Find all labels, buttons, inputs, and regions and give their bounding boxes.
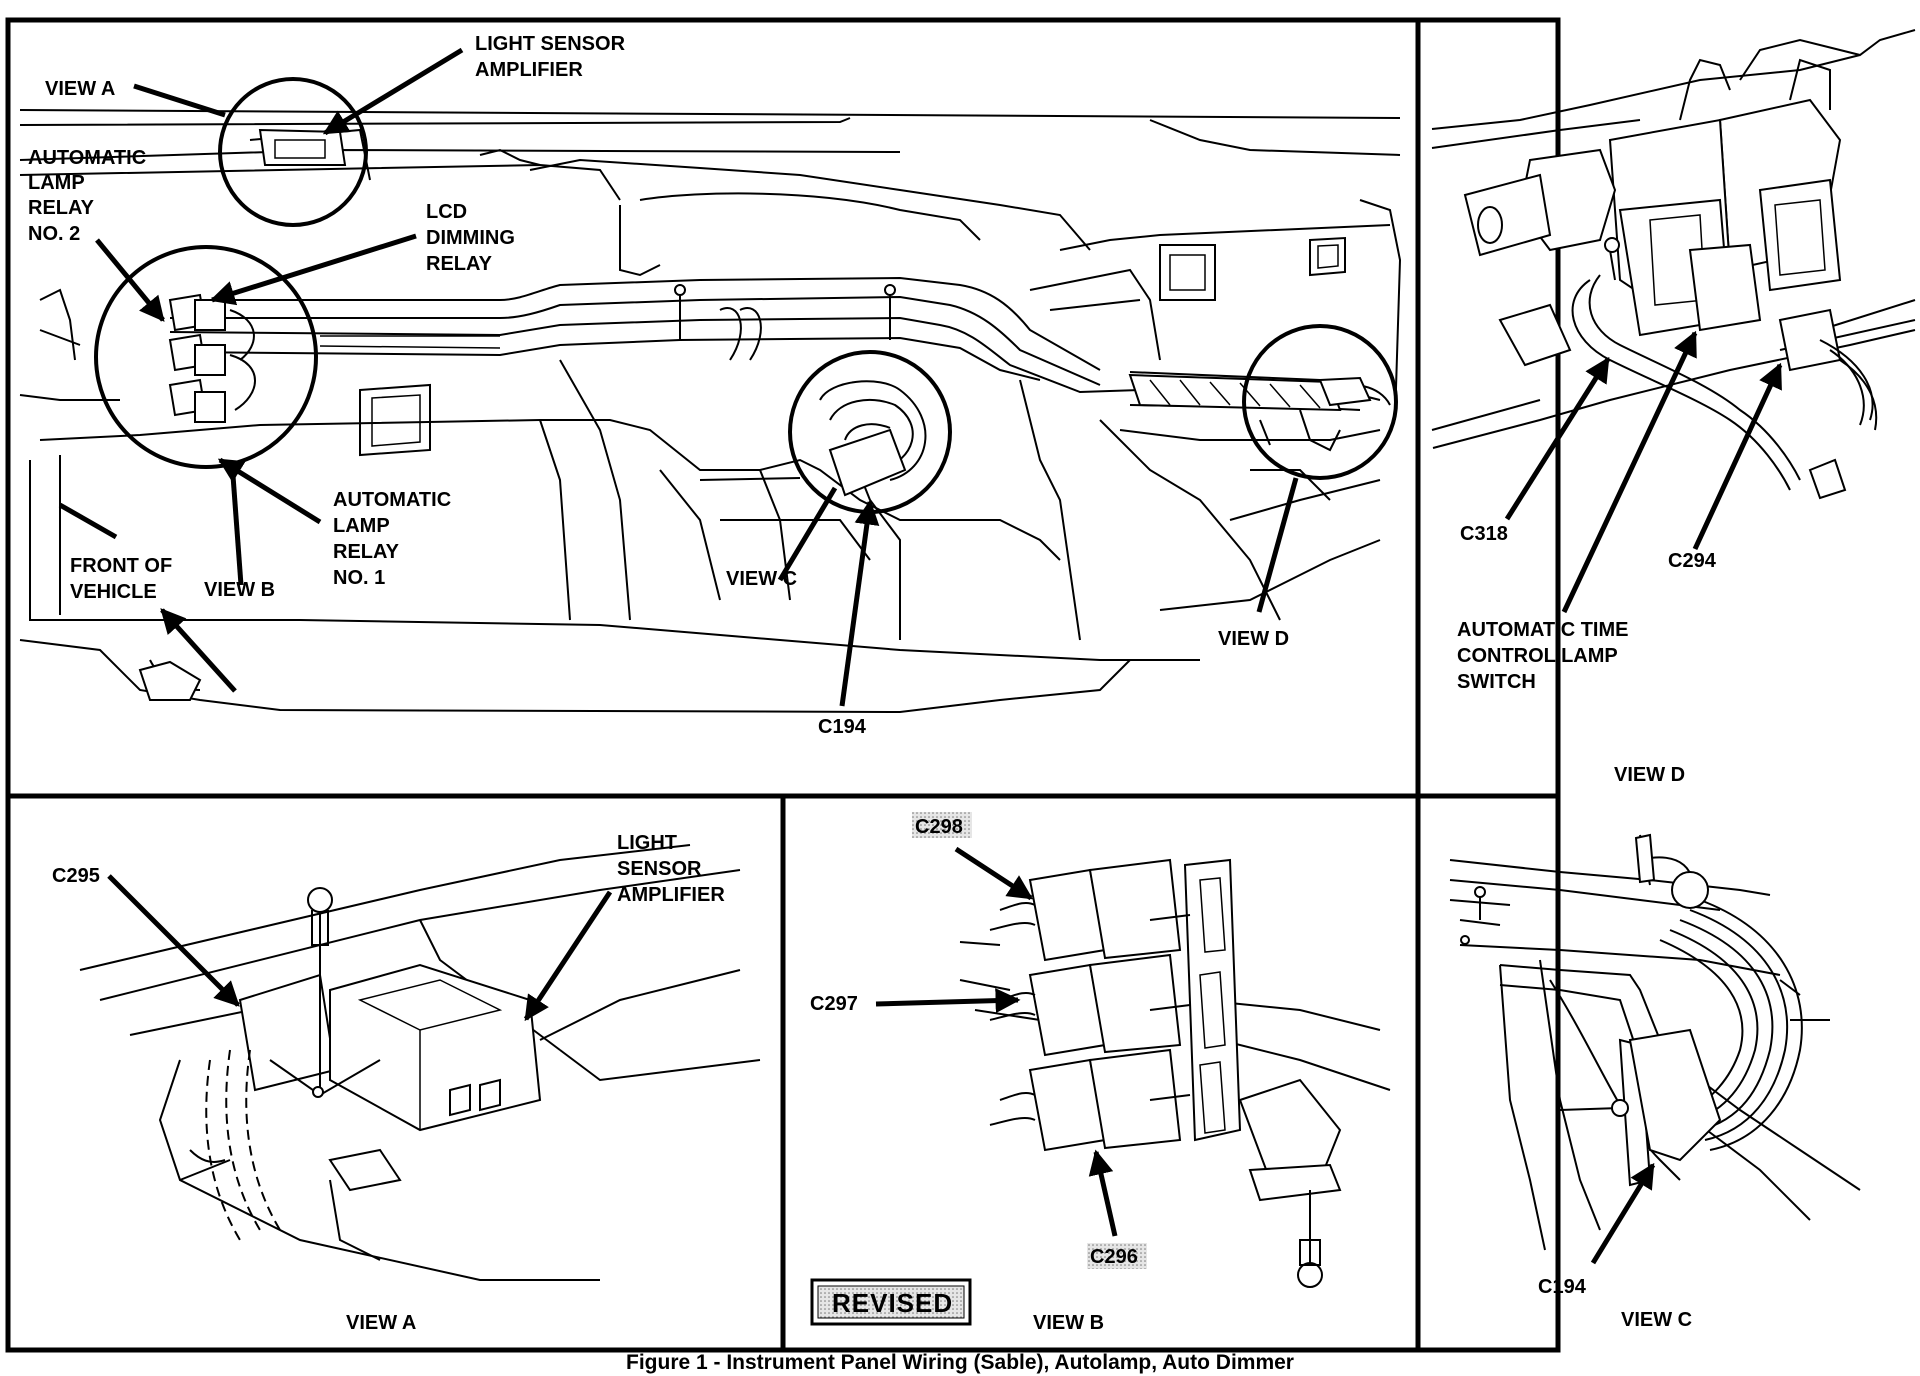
view-a-labels: C295 LIGHT SENSOR AMPLIFIER VIEW A xyxy=(52,832,725,1334)
view-c-title: VIEW C xyxy=(1621,1309,1692,1331)
label-front-of-vehicle-line2: VEHICLE xyxy=(70,581,157,603)
label-c298: C298 xyxy=(915,816,963,838)
label-view-d: VIEW D xyxy=(1218,628,1289,650)
label-c194: C194 xyxy=(818,716,867,738)
view-b-callout-arrows xyxy=(875,846,1118,1237)
label-light-sensor-amplifier-line1: LIGHT SENSOR xyxy=(475,33,626,55)
view-b-title: VIEW B xyxy=(1033,1312,1104,1334)
label-automatic-lamp-relay-2-line1: AUTOMATIC xyxy=(28,147,146,169)
label-automatic-lamp-relay-1-line2: LAMP xyxy=(333,515,390,537)
view-b-labels: C298 C297 C296 REVISED VIEW B xyxy=(810,812,1147,1334)
main-callout-arrows xyxy=(58,47,1299,707)
view-c-drawing xyxy=(1449,833,1861,1251)
view-d-callout-arrows xyxy=(1504,330,1783,614)
label-c295: C295 xyxy=(52,865,100,887)
view-d-circle xyxy=(1242,324,1398,480)
label-atc-lamp-switch-line1: AUTOMATIC TIME xyxy=(1457,619,1628,641)
figure-caption: Figure 1 - Instrument Panel Wiring (Sabl… xyxy=(626,1351,1294,1374)
view-c-callout-arrows xyxy=(1590,1162,1656,1265)
view-a-title: VIEW A xyxy=(346,1312,416,1334)
label-light-sensor-amplifier-a-line3: AMPLIFIER xyxy=(617,884,725,906)
label-light-sensor-amplifier-line2: AMPLIFIER xyxy=(475,59,583,81)
view-circles xyxy=(94,77,1398,514)
label-lcd-dimming-relay-line2: DIMMING xyxy=(426,227,515,249)
label-lcd-dimming-relay-line1: LCD xyxy=(426,201,467,223)
label-c296: C296 xyxy=(1090,1246,1138,1268)
label-automatic-lamp-relay-1-line1: AUTOMATIC xyxy=(333,489,451,511)
view-a-circle xyxy=(218,77,368,227)
view-d-title: VIEW D xyxy=(1614,764,1685,786)
label-c318: C318 xyxy=(1460,523,1508,545)
view-d-labels: C318 C294 AUTOMATIC TIME CONTROL LAMP SW… xyxy=(1457,523,1717,786)
label-atc-lamp-switch-line2: CONTROL LAMP xyxy=(1457,645,1618,667)
label-light-sensor-amplifier-a-line1: LIGHT xyxy=(617,832,677,854)
main-instrument-panel-drawing xyxy=(19,109,1402,714)
label-automatic-lamp-relay-1-line4: NO. 1 xyxy=(333,567,385,589)
label-c297: C297 xyxy=(810,993,858,1015)
label-atc-lamp-switch-line3: SWITCH xyxy=(1457,671,1536,693)
label-automatic-lamp-relay-2-line3: RELAY xyxy=(28,197,95,219)
view-a-drawing xyxy=(79,844,761,1281)
label-automatic-lamp-relay-2-line2: LAMP xyxy=(28,172,85,194)
label-view-b: VIEW B xyxy=(204,579,275,601)
panel-frames xyxy=(5,17,1561,1353)
label-view-a: VIEW A xyxy=(45,78,115,100)
label-automatic-lamp-relay-1-line3: RELAY xyxy=(333,541,400,563)
label-c194-view-c: C194 xyxy=(1538,1276,1587,1298)
view-b-circle xyxy=(94,245,318,469)
label-automatic-lamp-relay-2-line4: NO. 2 xyxy=(28,223,80,245)
label-view-c: VIEW C xyxy=(726,568,797,590)
main-view-labels: VIEW A LIGHT SENSOR AMPLIFIER AUTOMATIC … xyxy=(28,33,1289,738)
c296-highlight xyxy=(1087,1243,1147,1269)
view-c-labels: C194 VIEW C xyxy=(1538,1276,1692,1331)
revised-box-fill xyxy=(817,1285,965,1319)
label-lcd-dimming-relay-line3: RELAY xyxy=(426,253,493,275)
view-a-callout-arrows xyxy=(107,874,613,1022)
view-b-drawing xyxy=(959,858,1391,1288)
c298-highlight xyxy=(912,812,972,838)
revised-stamp: REVISED xyxy=(832,1288,953,1318)
label-c294: C294 xyxy=(1668,550,1717,572)
label-front-of-vehicle-line1: FRONT OF xyxy=(70,555,172,577)
label-light-sensor-amplifier-a-line2: SENSOR xyxy=(617,858,702,880)
view-d-drawing xyxy=(1431,29,1916,500)
